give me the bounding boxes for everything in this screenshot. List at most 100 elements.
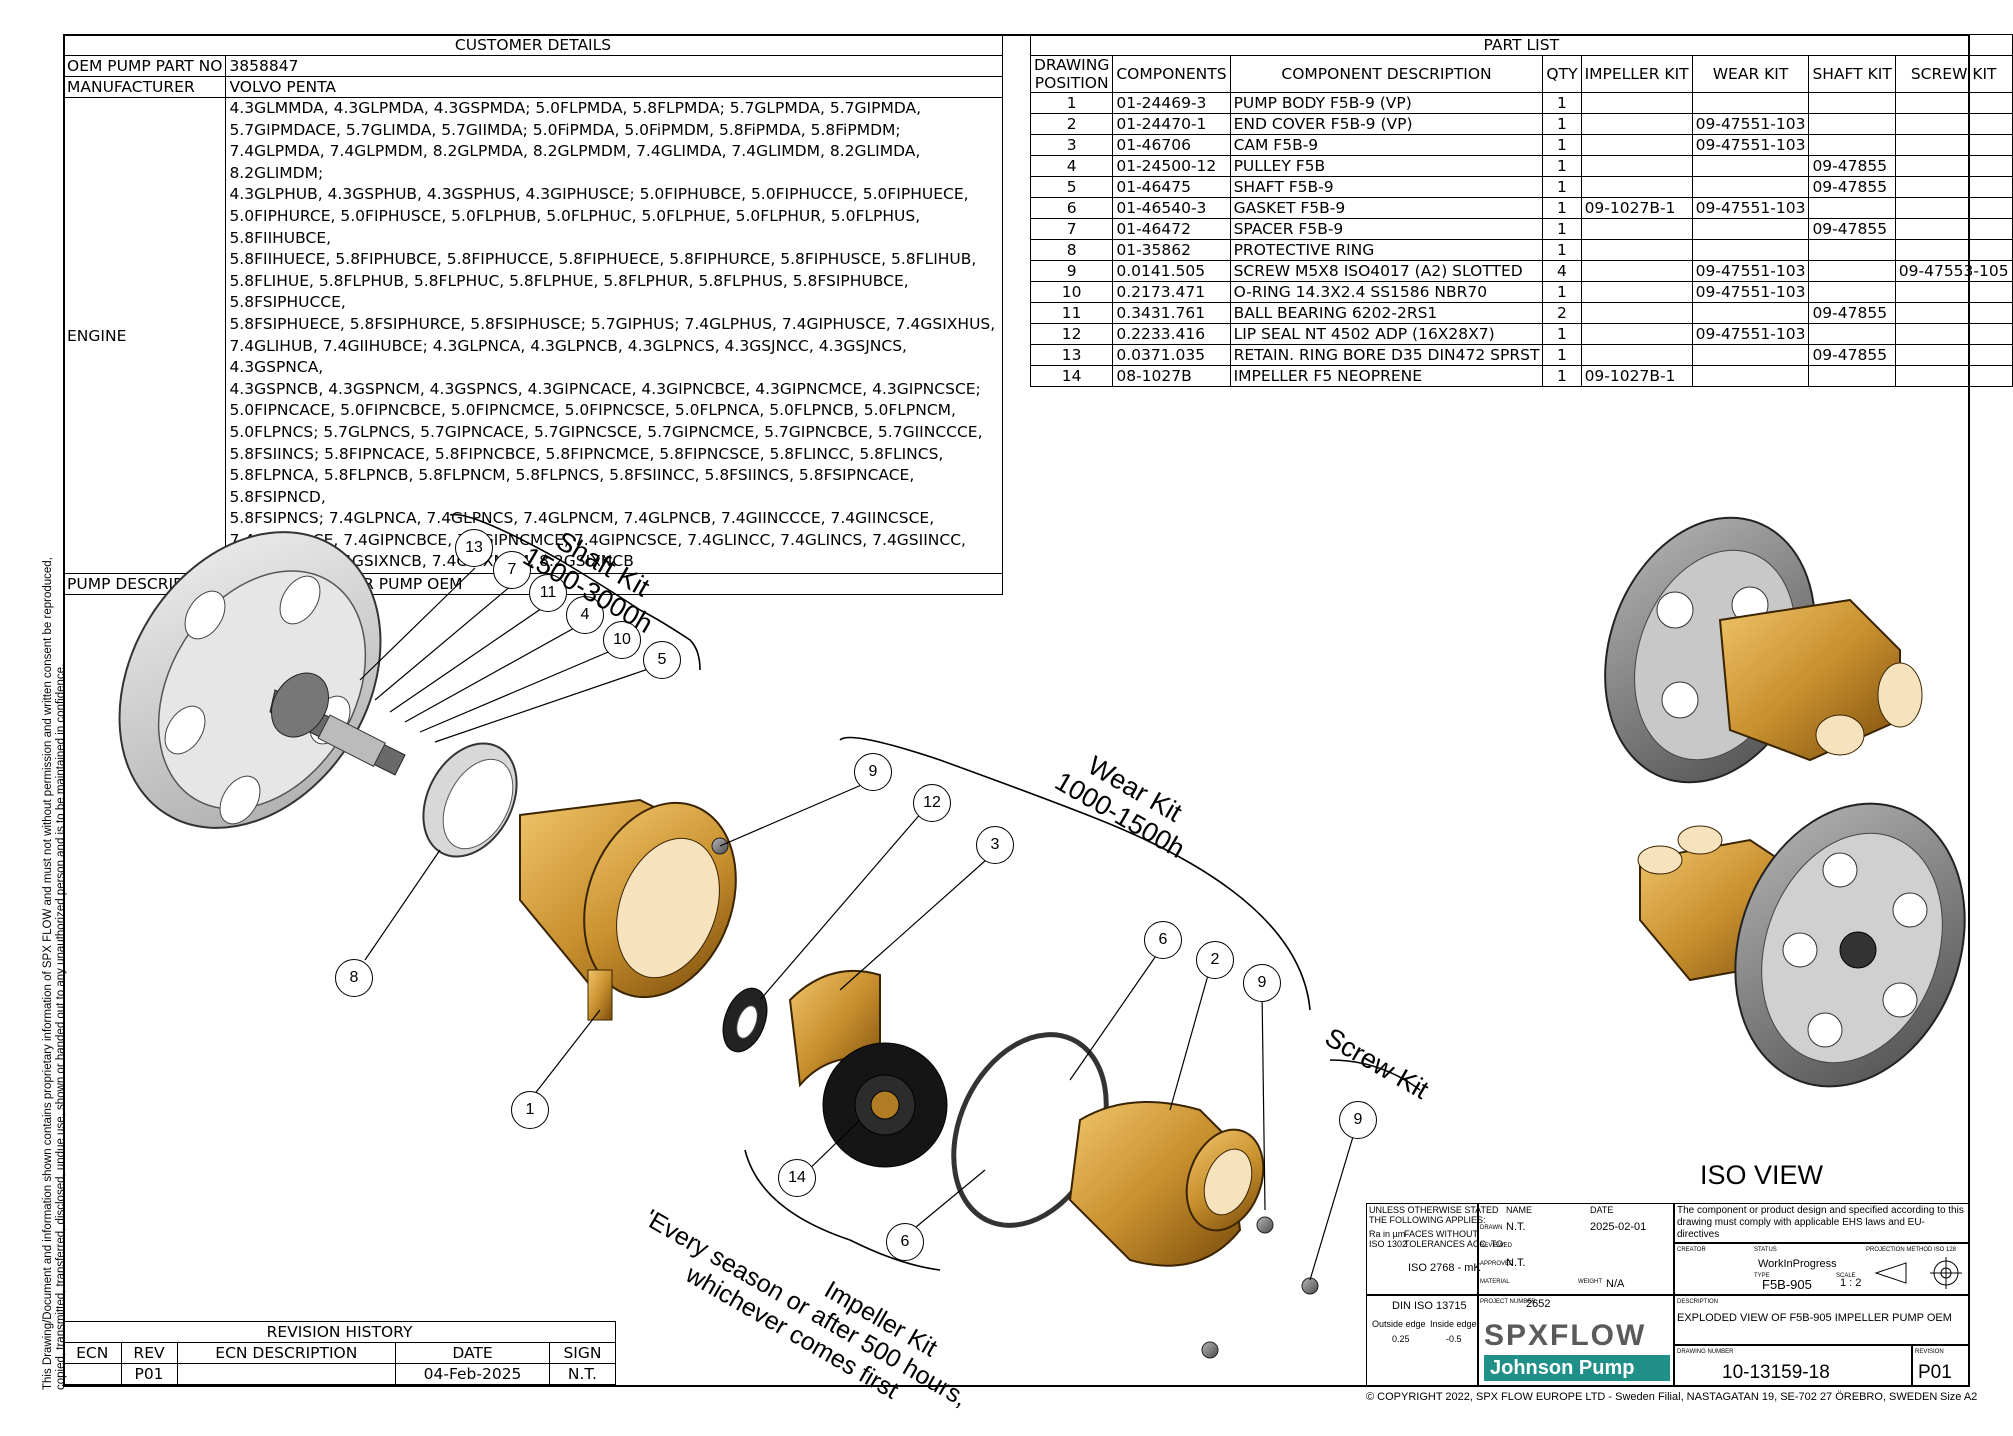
pulley	[118, 531, 406, 829]
oem-part-label: OEM PUMP PART NO	[62, 55, 227, 77]
part-list-header-cell: WEAR KIT	[1691, 55, 1810, 93]
callout-bubble: 9	[854, 753, 892, 791]
part-list-cell: 09-1027B-1	[1580, 365, 1693, 387]
part-list-cell: 4	[1542, 260, 1582, 282]
part-list-header-cell: COMPONENTS	[1112, 55, 1231, 93]
callout-bubble: 12	[913, 784, 951, 822]
revision-cell: P01	[120, 1363, 178, 1385]
part-list-cell: PUMP BODY F5B-9 (VP)	[1229, 92, 1544, 114]
engine-line: 5.0FIPHURCE, 5.0FIPHUSCE, 5.0FLPHUB, 5.0…	[229, 206, 921, 247]
revision-history-title: REVISION HISTORY	[63, 1321, 616, 1343]
part-list-cell: O-RING 14.3X2.4 SS1586 NBR70	[1229, 281, 1544, 303]
tb-status-label: STATUS	[1754, 1247, 1777, 1253]
callout-bubble: 4	[566, 596, 604, 634]
part-list-header-cell: SCREW KIT	[1894, 55, 2013, 93]
part-list-cell	[1894, 365, 2013, 387]
title-block: UNLESS OTHERWISE STATED THE FOLLOWING AP…	[1366, 1203, 1970, 1387]
part-list-cell: LIP SEAL NT 4502 ADP (16X28X7)	[1229, 323, 1544, 345]
part-list-cell: 0.0141.505	[1112, 260, 1231, 282]
part-list-cell: 01-46540-3	[1112, 197, 1231, 219]
part-list-cell: 1	[1542, 239, 1582, 261]
part-list-cell: 09-47551-103	[1691, 197, 1810, 219]
tb-revision-label: REVISION	[1915, 1349, 1944, 1355]
pump-body	[519, 798, 737, 1021]
tb-type-value: F5B-905	[1762, 1277, 1812, 1292]
revision-cell	[176, 1363, 397, 1385]
revision-header-cell: ECN	[63, 1342, 122, 1364]
iso-view-images	[1604, 516, 1966, 1088]
engine-line: 4.3GLMMDA, 4.3GLPMDA, 4.3GSPMDA; 5.0FLPM…	[229, 99, 922, 117]
engine-list: 4.3GLMMDA, 4.3GLPMDA, 4.3GSPMDA; 5.0FLPM…	[225, 96, 1003, 575]
tb-iso1302: ISO 1302	[1369, 1239, 1408, 1249]
confidentiality-line-1: This Drawing/Document and information sh…	[42, 557, 54, 1390]
engine-line: 5.8FSIPNCS; 7.4GLPNCA, 7.4GLPNCS, 7.4GLP…	[229, 509, 935, 528]
part-list-cell: 0.2173.471	[1112, 281, 1231, 303]
drawing-frame	[63, 34, 1970, 1387]
tb-projection-label: PROJECTION METHOD ISO 128	[1866, 1247, 1957, 1253]
tb-outside-val: 0.25	[1392, 1334, 1410, 1344]
part-list-cell: 09-47855	[1808, 344, 1896, 366]
engine-line: 7.4GLPMDA, 7.4GLPMDM, 8.2GLPMDA, 8.2GLPM…	[229, 142, 921, 182]
engine-line: 5.0FLPNCS; 5.7GLPNCS, 5.7GIPNCACE, 5.7GI…	[229, 422, 983, 441]
iso-view-bottom	[1637, 802, 1966, 1088]
part-list-cell: 01-24469-3	[1112, 92, 1231, 114]
tb-revision-value: P01	[1918, 1362, 1952, 1383]
callout-bubble: 9	[1339, 1101, 1377, 1139]
engine-line: 5.8FSIPHUECE, 5.8FSIPHURCE, 5.8FSIPHUSCE…	[229, 314, 996, 333]
kit-brackets	[449, 513, 1421, 1271]
tb-description-label: DESCRIPTION	[1677, 1299, 1719, 1305]
engine-line: 5.7GIPMDACE, 5.7GLIMDA, 5.7GIIMDA; 5.0Fi…	[229, 120, 901, 139]
tb-drawn-label: DRAWN	[1480, 1225, 1503, 1231]
callout-bubble: 6	[886, 1223, 924, 1261]
part-list-cell: 01-24500-12	[1112, 155, 1231, 177]
tb-unless: UNLESS OTHERWISE STATED	[1369, 1205, 1499, 1215]
callout-bubble: 14	[778, 1159, 816, 1197]
leader-lines	[359, 567, 1359, 1281]
part-list-cell: PROTECTIVE RING	[1229, 239, 1544, 261]
confidentiality-line-2: copied, transmitted, transferred, disclo…	[55, 663, 67, 1390]
exploded-view-drawing	[118, 513, 1421, 1359]
part-list-cell: 1	[1542, 365, 1582, 387]
callout-bubble: 7	[493, 551, 531, 589]
callout-bubble: 10	[603, 621, 641, 659]
part-list-cell: BALL BEARING 6202-2RS1	[1229, 302, 1544, 324]
tb-description-value: EXPLODED VIEW OF F5B-905 IMPELLER PUMP O…	[1677, 1312, 1952, 1324]
spxflow-logo: SPXFLOW	[1484, 1319, 1647, 1352]
tb-inside-edge: Inside edge	[1430, 1319, 1477, 1329]
engine-line: 7.4GIPNCACE, 7.4GIPNCBCE, 7.4GIPNCMCE, 7…	[229, 530, 966, 549]
part-list-cell: 09-1027B-1	[1580, 197, 1693, 219]
callout-bubble: 1	[511, 1091, 549, 1129]
part-list-cell: 01-46472	[1112, 218, 1231, 240]
part-list-cell: 01-24470-1	[1112, 113, 1231, 135]
engine-line: 5.8FSIINCS; 5.8FIPNCACE, 5.8FIPNCBCE, 5.…	[229, 444, 944, 463]
tb-date-label: DATE	[1590, 1205, 1614, 1215]
callout-bubble: 13	[455, 529, 493, 567]
tb-following: THE FOLLOWING APPLIES:	[1369, 1215, 1486, 1225]
tb-faces: FACES WITHOUT	[1404, 1229, 1478, 1239]
part-list-cell: 1	[1542, 113, 1582, 135]
tb-project-value: 2652	[1526, 1298, 1551, 1310]
screws	[711, 837, 1319, 1359]
callout-bubble: 11	[529, 574, 567, 612]
tb-drawn-date: 2025-02-01	[1590, 1221, 1647, 1233]
tb-ra: Ra in µm	[1369, 1229, 1406, 1239]
tb-outside-edge: Outside edge	[1372, 1319, 1426, 1329]
tb-approved-name: N.T.	[1506, 1257, 1526, 1269]
revision-cell: N.T.	[548, 1363, 617, 1385]
engine-line: 4.3GLPHUB, 4.3GSPHUB, 4.3GSPHUS, 4.3GIPH…	[229, 185, 969, 204]
part-list-cell: 10	[1029, 281, 1114, 303]
part-list-cell	[1808, 365, 1896, 387]
copyright-text: © COPYRIGHT 2022, SPX FLOW EUROPE LTD - …	[1366, 1391, 1938, 1403]
part-list-cell: 09-47551-103	[1691, 281, 1810, 303]
